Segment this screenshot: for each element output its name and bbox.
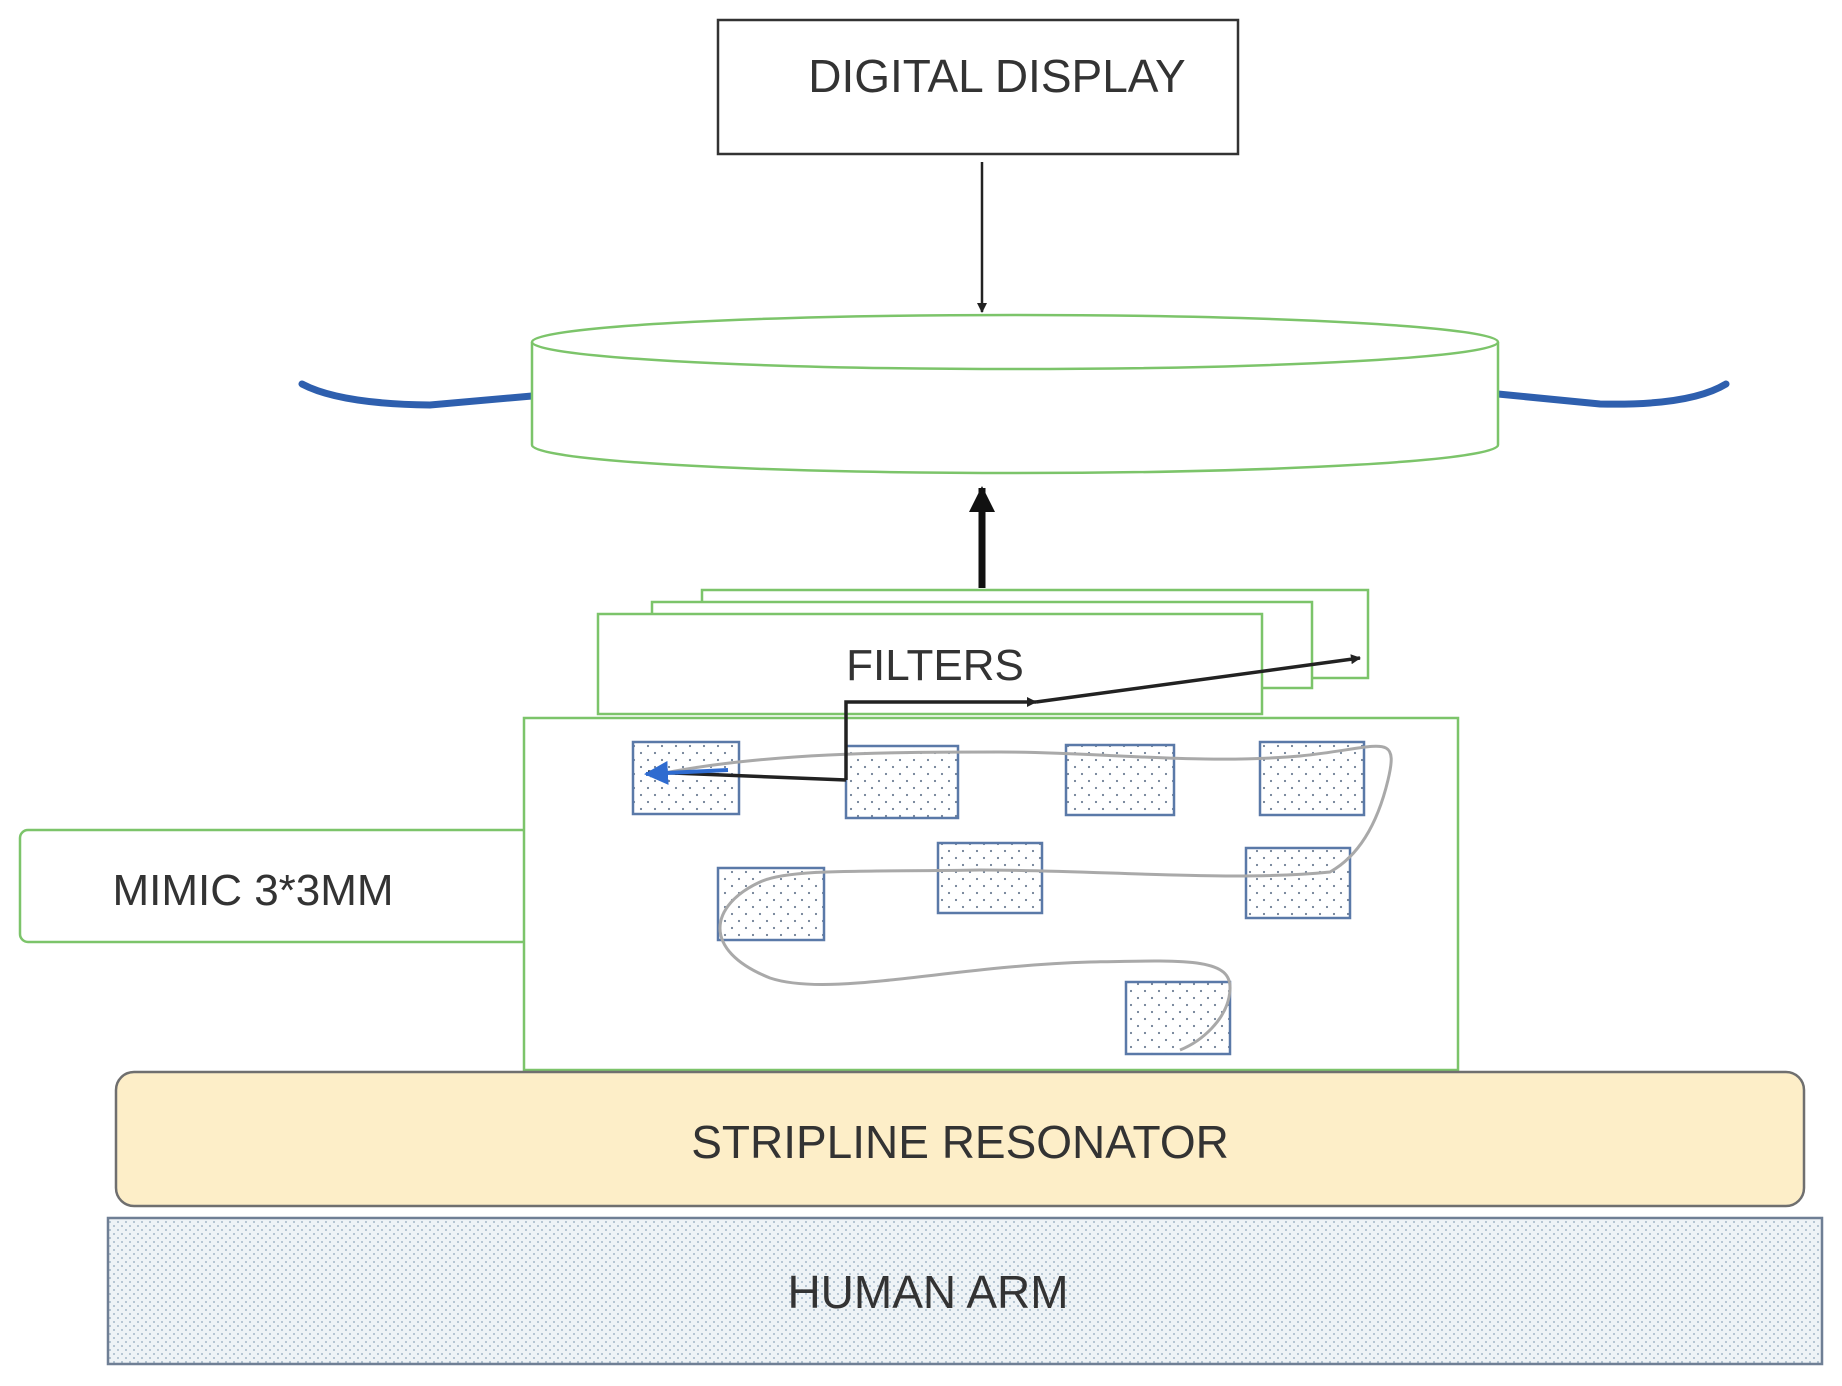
digital-display-box: DIGITAL DISPLAY [716, 18, 1240, 156]
stripline-resonator: STRIPLINE RESONATOR [114, 1070, 1806, 1208]
mimic-cell [1124, 980, 1232, 1056]
filters-label: FILTERS [846, 641, 1024, 690]
mimic-cell [716, 866, 826, 942]
mimic-cell [936, 841, 1044, 915]
left-wire [298, 380, 536, 409]
right-wire [1494, 380, 1730, 408]
receiver-disc [530, 313, 1500, 475]
mimic-label-box: MIMIC 3*3MM [18, 828, 532, 944]
signal-path [649, 744, 1393, 1052]
mimic-cell [1258, 740, 1366, 817]
routing-line [844, 697, 1037, 780]
filters-stack: FILTERS [596, 588, 1370, 716]
human-arm-label: HUMAN ARM [787, 1266, 1068, 1318]
blue-input-arrow [644, 760, 729, 785]
filter-output-arrow [1035, 654, 1361, 704]
stripline-label: STRIPLINE RESONATOR [691, 1116, 1229, 1168]
mimic-cell [1244, 846, 1352, 920]
mimic-cell [631, 740, 741, 816]
mimic-cell [844, 744, 960, 820]
mimic-label: MIMIC 3*3MM [112, 866, 393, 915]
digital-display-label: DIGITAL DISPLAY [808, 50, 1185, 102]
human-arm: HUMAN ARM [106, 1216, 1824, 1366]
